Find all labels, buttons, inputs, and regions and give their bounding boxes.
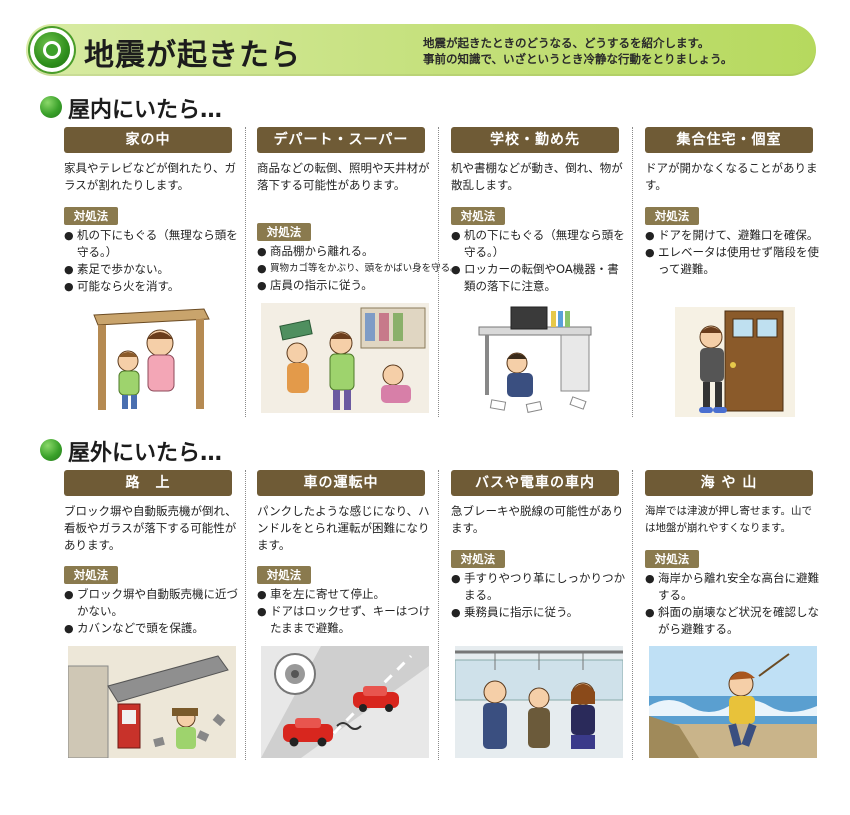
list-item: 素足で歩かない。 — [64, 261, 242, 278]
card-divider — [245, 127, 246, 417]
outdoor-section-heading: 屋外にいたら… — [40, 435, 280, 466]
card-description: 海岸では津波が押し寄せます。山では地盤が崩れやすくなります。 — [645, 505, 812, 534]
measures-list: 机の下にもぐる（無理なら頭を守る。） ロッカーの転倒やOA機器・書類の落下に注意… — [451, 227, 629, 295]
list-item: カバンなどで頭を保護。 — [64, 620, 242, 637]
measures-label: 対処法 — [257, 223, 311, 241]
card-description: 家具やテレビなどが倒れたり、ガラスが割れたりします。 — [64, 161, 237, 192]
circle-icon — [34, 32, 70, 68]
card-title: 路 上 — [64, 470, 232, 496]
list-item: 手すりやつり革にしっかりつかまる。 — [451, 570, 629, 604]
illustration-school-office — [451, 305, 619, 415]
card-title: 集合住宅・個室 — [645, 127, 813, 153]
card-divider — [632, 127, 633, 417]
illustration-home — [64, 305, 232, 415]
illustration-sea-mountain — [649, 646, 817, 758]
measures-list: 海岸から離れ安全な高台に避難する。 斜面の崩壊など状況を確認しながら避難する。 — [645, 570, 823, 638]
card-bus-train: バスや電車の車内 急ブレーキや脱線の可能性があります。 対処法 手すりやつり革に… — [451, 470, 631, 760]
illustration-bus-train — [455, 646, 623, 758]
indoor-section-heading: 屋内にいたら… — [40, 92, 280, 123]
measures-list: ブロック塀や自動販売機に近づかない。 カバンなどで頭を保護。 — [64, 586, 242, 637]
card-apartment: 集合住宅・個室 ドアが開かなくなることがあります。 対処法 ドアを開けて、避難口… — [645, 127, 825, 417]
card-sea-mountain: 海 や 山 海岸では津波が押し寄せます。山では地盤が崩れやすくなります。 対処法… — [645, 470, 825, 760]
card-description: 商品などの転倒、照明や天井材が落下する可能性があります。 — [257, 161, 430, 192]
page-banner: 地震が起きたら 地震が起きたときのどうなる、どうするを紹介します。 事前の知識で… — [26, 24, 816, 76]
card-description: ドアが開かなくなることがあります。 — [645, 161, 818, 192]
card-divider — [632, 470, 633, 760]
list-item: 海岸から離れ安全な高台に避難する。 — [645, 570, 823, 604]
card-title: 海 や 山 — [645, 470, 813, 496]
card-department-store: デパート・スーパー 商品などの転倒、照明や天井材が落下する可能性があります。 対… — [257, 127, 460, 417]
list-item: 机の下にもぐる（無理なら頭を守る。） — [64, 227, 242, 261]
list-item: ロッカーの転倒やOA機器・書類の落下に注意。 — [451, 261, 629, 295]
list-item: エレベータは使用せず階段を使って避難。 — [645, 244, 823, 278]
measures-list: ドアを開けて、避難口を確保。 エレベータは使用せず階段を使って避難。 — [645, 227, 823, 278]
list-item: 斜面の崩壊など状況を確認しながら避難する。 — [645, 604, 823, 638]
page-description: 地震が起きたときのどうなる、どうするを紹介します。 事前の知識で、いざというとき… — [423, 36, 733, 66]
measures-label: 対処法 — [257, 566, 311, 584]
illustration-driving — [261, 646, 429, 758]
card-street: 路 上 ブロック塀や自動販売機が倒れ、看板やガラスが落下する可能性があります。 … — [64, 470, 244, 760]
illustration-street — [68, 646, 236, 758]
card-description: 急ブレーキや脱線の可能性があります。 — [451, 504, 624, 535]
list-item: 可能なら火を消す。 — [64, 278, 242, 295]
card-divider — [438, 470, 439, 760]
card-school-office: 学校・勤め先 机や書棚などが動き、倒れ、物が散乱します。 対処法 机の下にもぐる… — [451, 127, 631, 417]
measures-list: 車を左に寄せて停止。 ドアはロックせず、キーはつけたままで避難。 — [257, 586, 435, 637]
card-title: 車の運転中 — [257, 470, 425, 496]
card-description: パンクしたような感じになり、ハンドルをとられ運転が困難になります。 — [257, 504, 430, 552]
measures-label: 対処法 — [451, 207, 505, 225]
card-title: 家の中 — [64, 127, 232, 153]
measures-label: 対処法 — [451, 550, 505, 568]
card-title: デパート・スーパー — [257, 127, 425, 153]
card-driving: 車の運転中 パンクしたような感じになり、ハンドルをとられ運転が困難になります。 … — [257, 470, 437, 760]
measures-label: 対処法 — [64, 207, 118, 225]
list-item: 商品棚から離れる。 — [257, 243, 435, 260]
card-title: バスや電車の車内 — [451, 470, 619, 496]
card-divider — [245, 470, 246, 760]
green-dot-icon — [40, 439, 62, 461]
card-description: 机や書棚などが動き、倒れ、物が散乱します。 — [451, 161, 623, 192]
measures-list: 机の下にもぐる（無理なら頭を守る。） 素足で歩かない。 可能なら火を消す。 — [64, 227, 242, 295]
card-title: 学校・勤め先 — [451, 127, 619, 153]
list-item: 机の下にもぐる（無理なら頭を守る。） — [451, 227, 629, 261]
measures-label: 対処法 — [645, 550, 699, 568]
measures-list: 商品棚から離れる。 買物カゴ等をかぶり、頭をかばい身を守る。 店員の指示に従う。 — [257, 243, 460, 294]
measures-label: 対処法 — [64, 566, 118, 584]
measures-list: 手すりやつり革にしっかりつかまる。 乗務員に指示に従う。 — [451, 570, 629, 621]
list-item: 車を左に寄せて停止。 — [257, 586, 435, 603]
list-item: 乗務員に指示に従う。 — [451, 604, 629, 621]
page-title: 地震が起きたら — [84, 38, 301, 73]
list-item: 買物カゴ等をかぶり、頭をかばい身を守る。 — [257, 260, 460, 277]
list-item: 店員の指示に従う。 — [257, 277, 435, 294]
illustration-apartment — [675, 307, 795, 417]
measures-label: 対処法 — [645, 207, 699, 225]
card-divider — [438, 127, 439, 417]
list-item: ブロック塀や自動販売機に近づかない。 — [64, 586, 242, 620]
card-description: ブロック塀や自動販売機が倒れ、看板やガラスが落下する可能性があります。 — [64, 504, 237, 552]
illustration-department-store — [261, 303, 429, 413]
list-item: ドアはロックせず、キーはつけたままで避難。 — [257, 603, 435, 637]
list-item: ドアを開けて、避難口を確保。 — [645, 227, 823, 244]
card-home: 家の中 家具やテレビなどが倒れたり、ガラスが割れたりします。 対処法 机の下にも… — [64, 127, 244, 417]
green-dot-icon — [40, 96, 62, 118]
